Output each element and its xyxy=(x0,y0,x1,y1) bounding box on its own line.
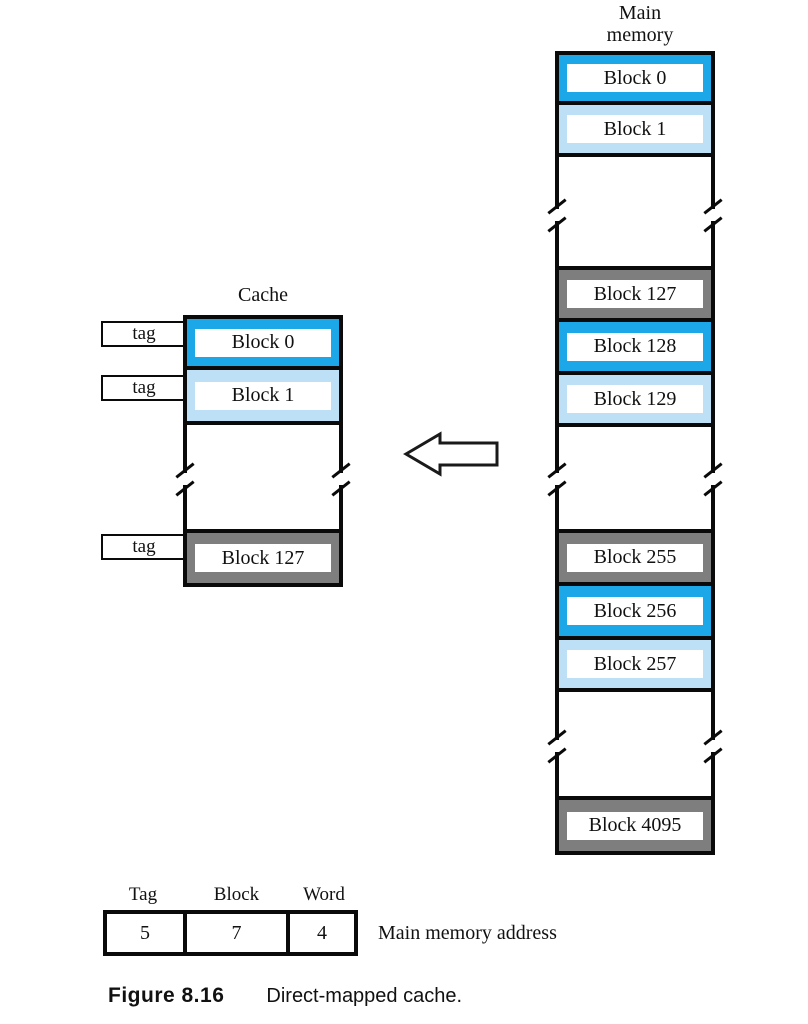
cache-block-row: Block 0 xyxy=(187,319,339,370)
break-mark xyxy=(547,728,567,766)
tag-box-1: tag xyxy=(101,375,187,401)
figure-caption-line: Figure 8.16 Direct-mapped cache. xyxy=(108,984,462,1008)
cache-block-row: Block 127 xyxy=(187,533,339,583)
main-memory-title-line1: Main xyxy=(618,2,662,24)
block-label: Block 0 xyxy=(567,64,703,92)
memory-gap-row xyxy=(559,692,711,800)
cache-gap-row xyxy=(187,425,339,533)
block-label: Block 0 xyxy=(195,328,331,357)
tag-label: tag xyxy=(132,536,156,557)
memory-block-row: Block 255 xyxy=(559,533,711,586)
address-field-label-tag: Tag xyxy=(128,884,158,905)
memory-block-row: Block 0 xyxy=(559,55,711,105)
block-label: Block 4095 xyxy=(567,811,703,840)
block-label: Block 129 xyxy=(567,385,703,413)
break-mark xyxy=(703,461,723,499)
cache-column: Block 0 Block 1 Block 127 xyxy=(183,315,343,587)
address-caption: Main memory address xyxy=(378,922,557,944)
block-label: Block 127 xyxy=(567,280,703,308)
block-label: Block 1 xyxy=(195,381,331,410)
break-mark xyxy=(547,197,567,235)
memory-block-row: Block 1 xyxy=(559,105,711,157)
address-field-label-word: Word xyxy=(303,884,345,905)
address-bits-tag: 5 xyxy=(140,921,150,944)
break-mark xyxy=(703,728,723,766)
memory-block-row: Block 4095 xyxy=(559,800,711,851)
memory-gap-row xyxy=(559,427,711,533)
block-label: Block 256 xyxy=(567,597,703,625)
tag-box-0: tag xyxy=(101,321,187,347)
address-bits-block: 7 xyxy=(183,914,286,952)
memory-block-row: Block 128 xyxy=(559,322,711,375)
left-arrow-icon xyxy=(403,431,499,477)
block-label: Block 257 xyxy=(567,650,703,678)
main-memory-title-line2: memory xyxy=(606,24,674,46)
memory-block-row: Block 127 xyxy=(559,270,711,322)
main-memory-title: Main memory xyxy=(560,2,720,46)
cache-block-row: Block 1 xyxy=(187,370,339,425)
memory-gap-row xyxy=(559,157,711,270)
main-memory-column: Block 0 Block 1 Block 127 Block 128 Bloc… xyxy=(555,51,715,855)
memory-block-row: Block 257 xyxy=(559,640,711,692)
memory-block-row: Block 256 xyxy=(559,586,711,640)
block-label: Block 127 xyxy=(195,544,331,572)
cache-title: Cache xyxy=(238,284,288,306)
address-bits-word: 4 xyxy=(286,914,354,952)
address-field-label-block: Block xyxy=(213,884,260,905)
block-label: Block 128 xyxy=(567,332,703,361)
tag-label: tag xyxy=(132,323,156,344)
tag-box-127: tag xyxy=(101,534,187,560)
break-mark xyxy=(703,197,723,235)
tag-label: tag xyxy=(132,377,156,398)
break-mark xyxy=(547,461,567,499)
figure-caption: Direct-mapped cache. xyxy=(266,985,463,1007)
break-mark xyxy=(175,461,195,499)
address-format-box: 5 7 4 xyxy=(103,910,358,956)
block-label: Block 1 xyxy=(567,115,703,143)
break-mark xyxy=(331,461,351,499)
figure-number: Figure 8.16 xyxy=(108,984,225,1007)
memory-block-row: Block 129 xyxy=(559,375,711,427)
block-label: Block 255 xyxy=(567,543,703,572)
